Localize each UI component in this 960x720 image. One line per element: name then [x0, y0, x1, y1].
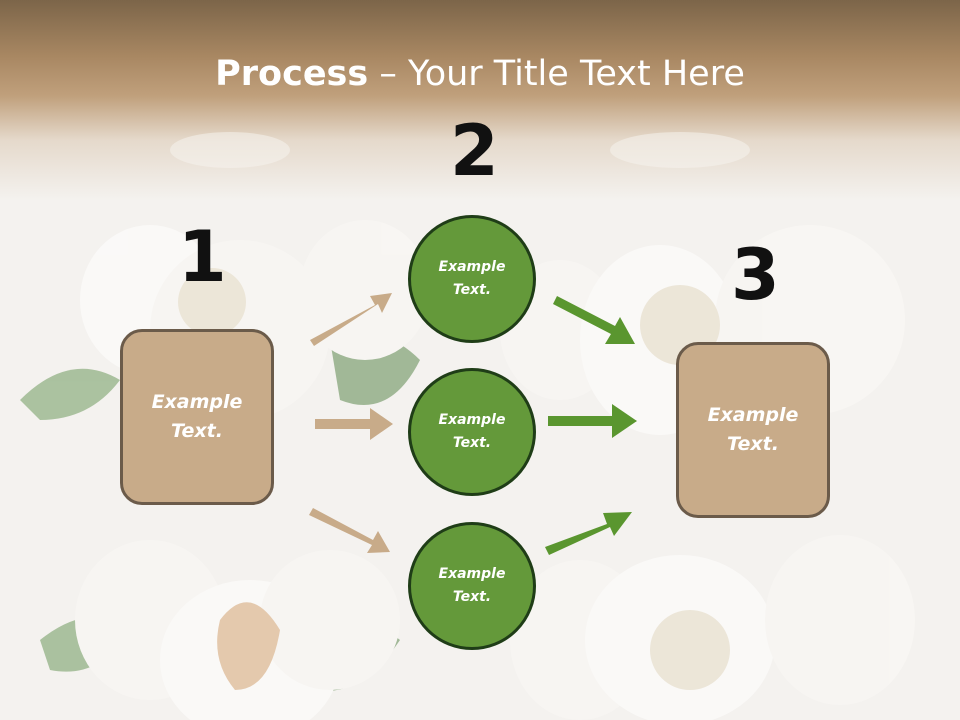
header-band: [0, 0, 960, 200]
box-1-line-1: Example: [151, 391, 243, 413]
circle-2-line-2: Text.: [452, 435, 492, 451]
circle-3-line-1: Example: [438, 566, 506, 582]
step-number-3: 3: [731, 234, 780, 316]
box-3-line-1: Example: [707, 404, 799, 426]
title-bold: Process: [215, 54, 369, 94]
circle-3-line-2: Text.: [452, 589, 492, 605]
box-1-line-2: Text.: [171, 420, 223, 442]
arrow-circle-2-to-3: [548, 404, 637, 438]
title-rest: – Your Title Text Here: [368, 54, 745, 94]
box-3-line-2: Text.: [727, 433, 779, 455]
arrow-circle-1-to-3: [553, 296, 635, 344]
circle-2-line-1: Example: [438, 412, 506, 428]
slide-title: Process – Your Title Text Here: [0, 52, 960, 96]
step-number-2: 2: [450, 110, 499, 192]
arrow-1-to-circle-3: [309, 508, 390, 553]
circle-1-line-2: Text.: [452, 282, 492, 298]
circle-1-line-1: Example: [438, 259, 506, 275]
arrow-1-to-circle-1: [310, 293, 392, 346]
step-number-1: 1: [178, 216, 227, 298]
arrow-circle-3-to-3: [545, 512, 632, 555]
arrow-1-to-circle-2: [315, 408, 393, 440]
